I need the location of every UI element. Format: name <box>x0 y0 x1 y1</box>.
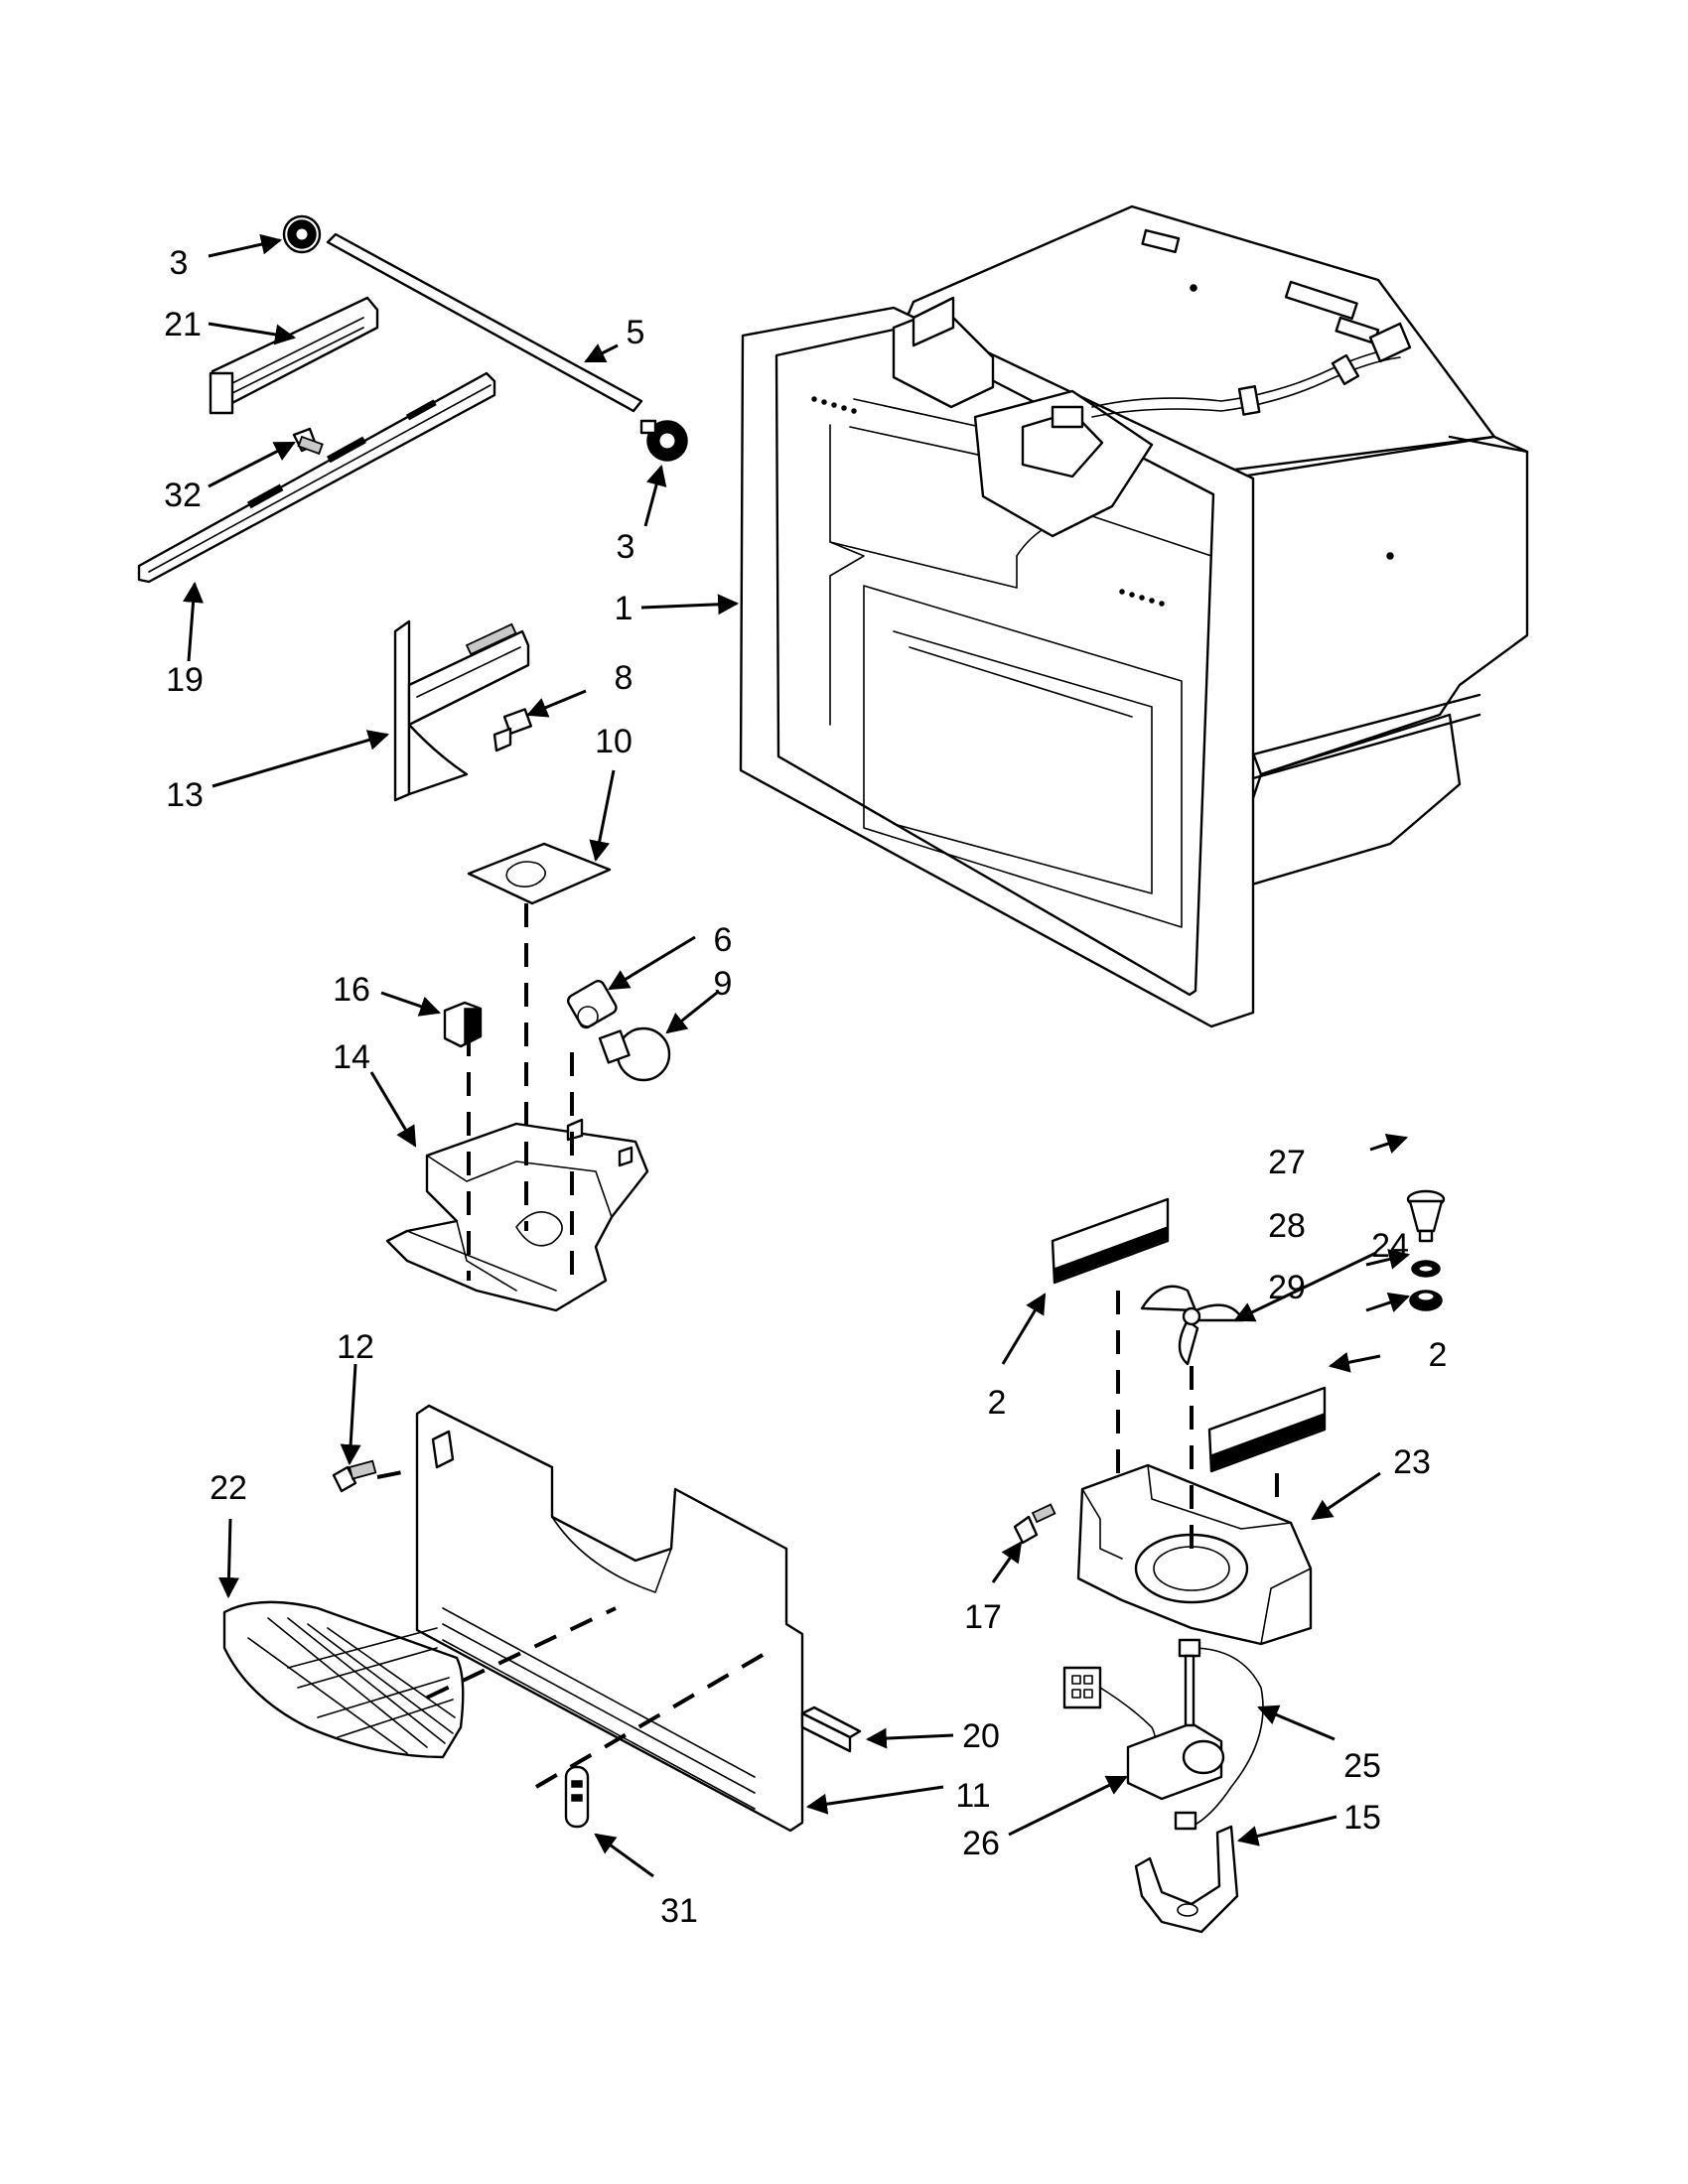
gear-part-lower <box>639 419 688 462</box>
callout-11: 11 <box>955 1777 990 1815</box>
light-housing-part <box>385 1118 649 1312</box>
screw-part-17 <box>1013 1503 1056 1545</box>
callout-32: 32 <box>164 477 202 514</box>
motor-bracket-part <box>1134 1825 1239 1934</box>
callout-26: 26 <box>962 1825 1000 1862</box>
fan-shroud-part <box>1076 1463 1313 1646</box>
callout-labels: 3 21 5 32 3 19 1 8 13 10 6 9 16 14 27 28… <box>164 244 1447 1930</box>
callout-3-lower: 3 <box>617 528 635 566</box>
callout-16: 16 <box>333 971 370 1009</box>
insulation-pad-lower-part <box>1207 1386 1327 1473</box>
callout-28: 28 <box>1268 1207 1306 1245</box>
bushing-part-29 <box>1409 1290 1443 1311</box>
callout-17: 17 <box>964 1598 1002 1636</box>
callout-25: 25 <box>1343 1747 1381 1785</box>
gear-part-top <box>282 214 322 254</box>
light-bulb-part <box>598 1026 671 1082</box>
shaft-rod-part <box>326 232 643 413</box>
callout-3-top: 3 <box>170 244 189 282</box>
callout-22: 22 <box>210 1469 247 1507</box>
lamp-socket-part <box>566 979 618 1029</box>
fan-motor-part <box>1062 1638 1264 1831</box>
callout-6: 6 <box>714 921 733 959</box>
callout-1: 1 <box>615 590 633 627</box>
callout-15: 15 <box>1343 1799 1381 1837</box>
callout-9: 9 <box>714 965 733 1003</box>
label-sheet-part <box>467 842 612 905</box>
screw-part-32 <box>292 427 324 456</box>
slide-bracket-part <box>209 296 379 415</box>
callout-10: 10 <box>595 723 633 760</box>
callout-21: 21 <box>164 306 202 343</box>
screw-part-8 <box>492 708 533 752</box>
screw-part-12 <box>332 1459 377 1493</box>
callout-12: 12 <box>337 1328 374 1366</box>
foam-strip-part <box>800 1706 862 1753</box>
callout-19: 19 <box>166 661 204 699</box>
leader-arrows <box>183 233 1411 1878</box>
callout-8: 8 <box>615 659 633 697</box>
insulation-pad-upper-part <box>1051 1197 1170 1285</box>
callout-13: 13 <box>166 776 204 814</box>
rear-panel-part <box>415 1404 804 1833</box>
callout-2-left: 2 <box>988 1384 1007 1422</box>
callout-24: 24 <box>1371 1227 1409 1265</box>
callout-23: 23 <box>1393 1443 1431 1481</box>
callout-5: 5 <box>627 314 645 351</box>
grommet-part-27 <box>1406 1189 1446 1243</box>
washer-part-28 <box>1411 1260 1441 1278</box>
freezer-liner-part <box>739 205 1529 1028</box>
callout-27: 27 <box>1268 1144 1306 1181</box>
alignment-lines <box>376 903 1279 1789</box>
callout-2-right: 2 <box>1429 1336 1448 1374</box>
callout-20: 20 <box>962 1717 1000 1755</box>
callout-14: 14 <box>333 1038 370 1076</box>
callout-29: 29 <box>1268 1269 1306 1306</box>
clip-part <box>564 1765 590 1829</box>
switch-part <box>443 1001 483 1048</box>
callout-31: 31 <box>660 1892 698 1930</box>
grille-part <box>222 1600 465 1759</box>
slide-rail-part <box>137 371 496 584</box>
side-bracket-part <box>393 619 530 802</box>
fan-blade-part <box>1140 1285 1245 1366</box>
